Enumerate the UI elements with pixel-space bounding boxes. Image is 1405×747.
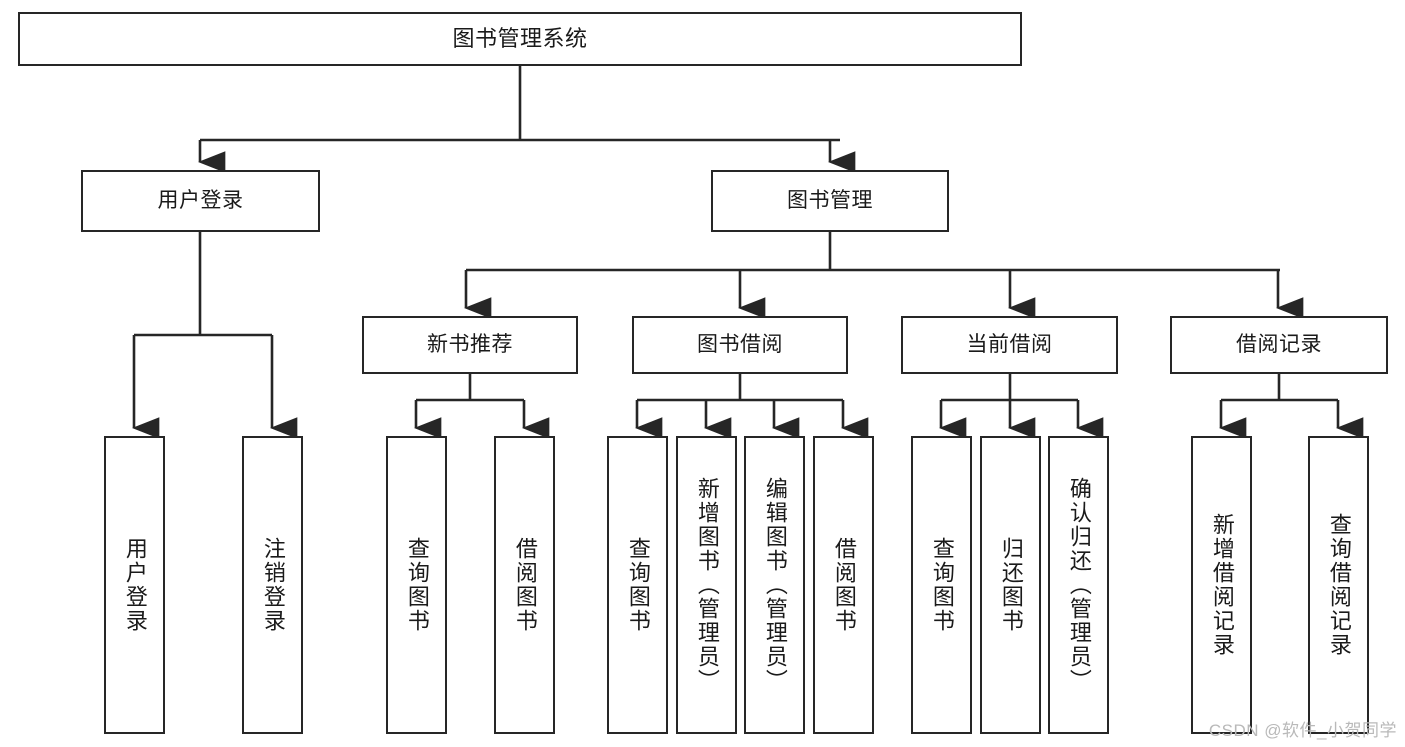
leaf-user-logout[interactable]: 注销登录 [242, 436, 303, 734]
node-label: 新增借阅记录 [1209, 513, 1235, 657]
leaf-current-confirm-return-admin[interactable]: 确认归还（管理员） [1048, 436, 1109, 734]
node-label: 当前借阅 [966, 332, 1053, 356]
node-current-borrow[interactable]: 当前借阅 [901, 316, 1118, 374]
node-root-system[interactable]: 图书管理系统 [18, 12, 1022, 66]
node-label: 编辑图书（管理员） [762, 477, 788, 693]
node-book-management[interactable]: 图书管理 [711, 170, 949, 232]
node-label: 确认归还（管理员） [1066, 477, 1092, 693]
node-label: 查询图书 [404, 537, 430, 633]
leaf-borrow-edit-book-admin[interactable]: 编辑图书（管理员） [744, 436, 805, 734]
node-label: 查询图书 [929, 537, 955, 633]
node-user-login[interactable]: 用户登录 [81, 170, 320, 232]
leaf-borrow-query-book[interactable]: 查询图书 [607, 436, 668, 734]
leaf-current-return-book[interactable]: 归还图书 [980, 436, 1041, 734]
leaf-borrow-borrow-book[interactable]: 借阅图书 [813, 436, 874, 734]
leaf-newbook-borrow-book[interactable]: 借阅图书 [494, 436, 555, 734]
leaf-record-add-record[interactable]: 新增借阅记录 [1191, 436, 1252, 734]
node-label: 图书管理 [787, 188, 873, 212]
leaf-record-query-record[interactable]: 查询借阅记录 [1308, 436, 1369, 734]
csdn-watermark: CSDN @软件_小贺同学 [1208, 721, 1397, 740]
node-label: 借阅图书 [831, 537, 857, 633]
node-label: 注销登录 [260, 537, 286, 633]
node-label: 借阅图书 [512, 537, 538, 633]
node-new-book-recommend[interactable]: 新书推荐 [362, 316, 578, 374]
node-label: 查询图书 [625, 537, 651, 633]
leaf-user-login[interactable]: 用户登录 [104, 436, 165, 734]
node-label: 图书借阅 [697, 332, 783, 356]
node-borrow-record[interactable]: 借阅记录 [1170, 316, 1388, 374]
leaf-newbook-query-book[interactable]: 查询图书 [386, 436, 447, 734]
node-label: 借阅记录 [1236, 332, 1322, 356]
leaf-current-query-book[interactable]: 查询图书 [911, 436, 972, 734]
node-book-borrow[interactable]: 图书借阅 [632, 316, 848, 374]
node-label: 新增图书（管理员） [694, 477, 720, 693]
leaf-borrow-add-book-admin[interactable]: 新增图书（管理员） [676, 436, 737, 734]
node-label: 新书推荐 [427, 332, 513, 356]
node-label: 归还图书 [998, 537, 1024, 633]
node-label: 用户登录 [157, 188, 244, 212]
node-label: 用户登录 [122, 537, 148, 633]
node-label: 图书管理系统 [452, 26, 588, 52]
node-label: 查询借阅记录 [1326, 513, 1352, 657]
